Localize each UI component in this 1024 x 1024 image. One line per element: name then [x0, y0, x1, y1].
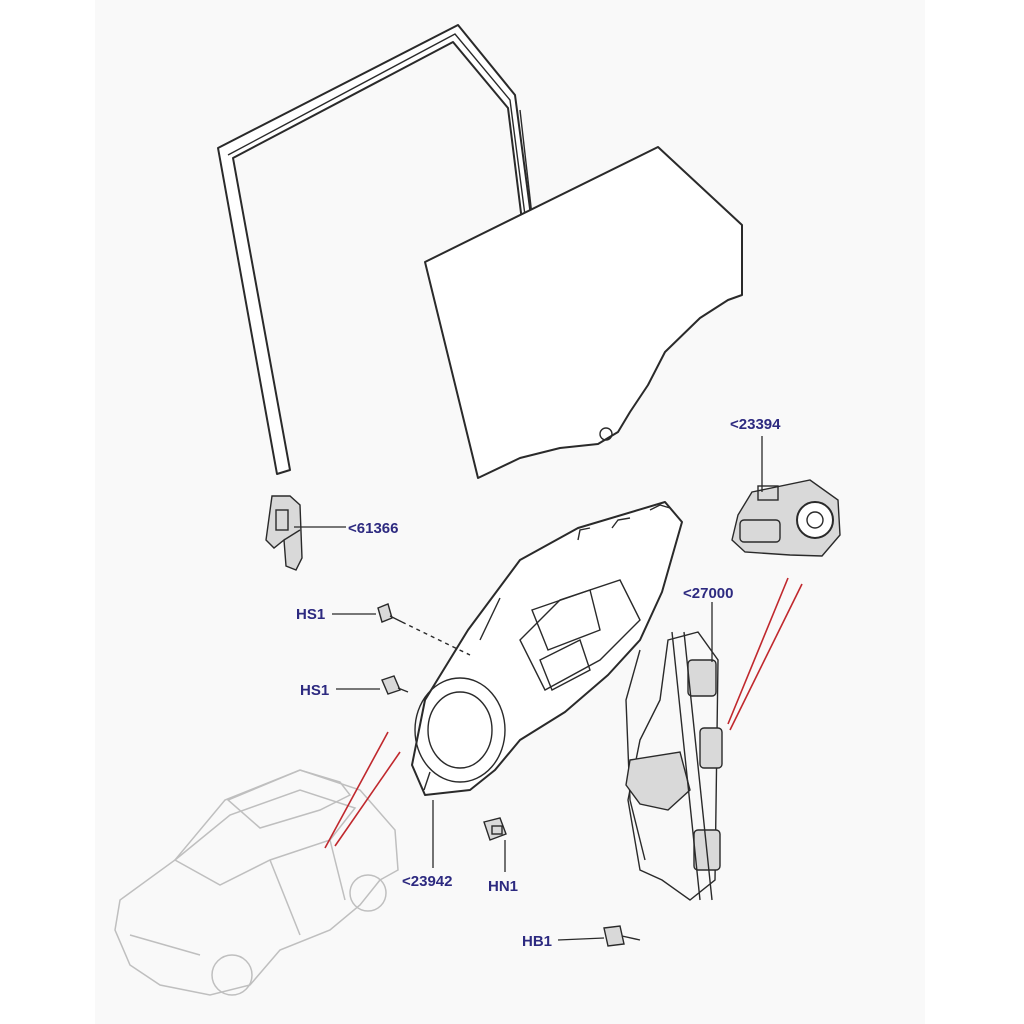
callout-panel: <23942 [402, 873, 452, 890]
window-motor [731, 479, 841, 557]
vehicle-locator-silhouette [114, 769, 399, 996]
callout-guide: <61366 [348, 520, 398, 537]
window-regulator [625, 631, 723, 901]
indicator-lines-panel [324, 731, 401, 849]
guide-bracket [265, 495, 303, 571]
screw-lower [381, 675, 409, 695]
door-glass [424, 146, 743, 479]
screw-upper [377, 603, 403, 623]
callout-regulator: <27000 [683, 585, 733, 602]
callout-screw-lower: HS1 [300, 682, 329, 699]
callout-nut: HN1 [488, 878, 518, 895]
callout-screw-upper: HS1 [296, 606, 325, 623]
callout-motor: <23394 [730, 416, 781, 433]
bolt [603, 925, 641, 947]
callout-bolt: HB1 [522, 933, 552, 950]
leader-lines [294, 436, 763, 941]
indicator-lines-motor [727, 577, 803, 731]
nut [483, 817, 507, 841]
door-carrier-panel [411, 501, 683, 796]
